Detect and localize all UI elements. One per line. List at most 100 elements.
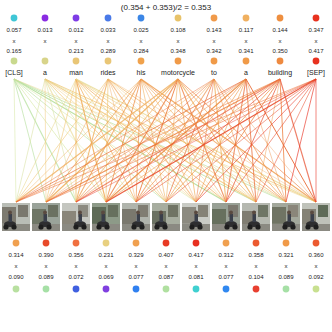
weight-dot bbox=[243, 58, 250, 65]
token-label: a bbox=[43, 69, 47, 76]
weight-value: 0.390 bbox=[38, 252, 53, 258]
token-label: man bbox=[69, 69, 83, 76]
image-patch bbox=[62, 203, 90, 231]
weight-dot bbox=[243, 15, 250, 22]
weight-dot bbox=[73, 58, 80, 65]
weight-value: 0.077 bbox=[128, 274, 143, 280]
attention-line bbox=[196, 79, 280, 202]
weight-dot bbox=[253, 286, 260, 293]
weight-dot bbox=[105, 15, 112, 22]
attention-line bbox=[14, 79, 166, 202]
weight-dot bbox=[313, 240, 320, 247]
attention-line bbox=[256, 79, 316, 202]
weight-dot bbox=[223, 240, 230, 247]
attention-line bbox=[76, 79, 280, 202]
attention-line bbox=[16, 79, 214, 202]
weight-value: 0.143 bbox=[206, 27, 221, 33]
weight-value: 0.417 bbox=[188, 252, 203, 258]
image-patch bbox=[92, 203, 120, 231]
weight-dot bbox=[43, 286, 50, 293]
weight-value: 0.077 bbox=[218, 274, 233, 280]
weight-value: 0.231 bbox=[98, 252, 113, 258]
multiply-sign: x bbox=[255, 263, 258, 269]
weight-dot bbox=[193, 240, 200, 247]
weight-value: 0.356 bbox=[68, 252, 83, 258]
multiply-sign: x bbox=[13, 38, 16, 44]
attention-line bbox=[14, 79, 76, 202]
multiply-sign: x bbox=[45, 263, 48, 269]
weight-dot bbox=[11, 15, 18, 22]
weight-dot bbox=[283, 240, 290, 247]
weight-dot bbox=[73, 15, 80, 22]
attention-line bbox=[76, 79, 246, 202]
multiply-sign: x bbox=[15, 263, 18, 269]
weight-value: 0.089 bbox=[278, 274, 293, 280]
multiply-sign: x bbox=[165, 263, 168, 269]
weight-dot bbox=[313, 286, 320, 293]
attention-line bbox=[136, 79, 316, 202]
weight-value: 0.329 bbox=[128, 252, 143, 258]
attention-line bbox=[14, 79, 136, 202]
attention-line bbox=[196, 79, 316, 202]
multiply-sign: x bbox=[135, 263, 138, 269]
attention-line bbox=[106, 79, 246, 202]
weight-dot bbox=[193, 286, 200, 293]
weight-dot bbox=[42, 15, 49, 22]
attention-line bbox=[14, 79, 16, 202]
weight-value: 0.072 bbox=[68, 274, 83, 280]
attention-line bbox=[166, 79, 280, 202]
weight-value: 0.069 bbox=[98, 274, 113, 280]
multiply-sign: x bbox=[140, 38, 143, 44]
image-patch bbox=[122, 203, 150, 231]
image-patch bbox=[302, 203, 330, 231]
weight-dot bbox=[277, 58, 284, 65]
weight-value: 0.144 bbox=[272, 27, 287, 33]
attention-line bbox=[45, 79, 256, 202]
weight-dot bbox=[313, 15, 320, 22]
attention-line bbox=[246, 79, 256, 202]
weight-dot bbox=[133, 240, 140, 247]
attention-line bbox=[46, 79, 246, 202]
weight-dot bbox=[277, 15, 284, 22]
weight-value: 0.360 bbox=[308, 252, 323, 258]
image-patch bbox=[242, 203, 270, 231]
multiply-sign: x bbox=[177, 38, 180, 44]
weight-dot bbox=[163, 286, 170, 293]
weight-value: 0.312 bbox=[218, 252, 233, 258]
weight-dot bbox=[103, 240, 110, 247]
multiply-sign: x bbox=[213, 38, 216, 44]
token-label: to bbox=[211, 69, 217, 76]
weight-dot bbox=[211, 58, 218, 65]
attention-line bbox=[106, 79, 280, 202]
attention-line bbox=[14, 79, 196, 202]
weight-dot bbox=[13, 240, 20, 247]
attention-line bbox=[16, 79, 316, 202]
multiply-sign: x bbox=[279, 38, 282, 44]
image-patch bbox=[2, 203, 30, 231]
token-label: rides bbox=[100, 69, 115, 76]
weight-dot bbox=[43, 240, 50, 247]
multiply-sign: x bbox=[315, 38, 318, 44]
attention-line bbox=[14, 79, 316, 202]
multiply-sign: x bbox=[105, 263, 108, 269]
weight-value: 0.057 bbox=[6, 27, 21, 33]
weight-value: 0.108 bbox=[170, 27, 185, 33]
attention-line bbox=[136, 79, 246, 202]
attention-line bbox=[166, 79, 316, 202]
weight-value: 0.033 bbox=[100, 27, 115, 33]
weight-dot bbox=[313, 58, 320, 65]
multiply-sign: x bbox=[315, 263, 318, 269]
weight-value: 0.090 bbox=[8, 274, 23, 280]
multiply-sign: x bbox=[285, 263, 288, 269]
weight-value: 0.348 bbox=[170, 48, 185, 54]
multiply-sign: x bbox=[75, 38, 78, 44]
image-patch bbox=[212, 203, 240, 231]
multiply-sign: x bbox=[245, 38, 248, 44]
weight-value: 0.347 bbox=[308, 27, 323, 33]
weight-dot bbox=[253, 240, 260, 247]
attention-line bbox=[76, 79, 316, 202]
weight-value: 0.284 bbox=[133, 48, 148, 54]
attention-line bbox=[14, 79, 286, 202]
image-patch bbox=[272, 203, 300, 231]
attention-line bbox=[108, 79, 286, 202]
